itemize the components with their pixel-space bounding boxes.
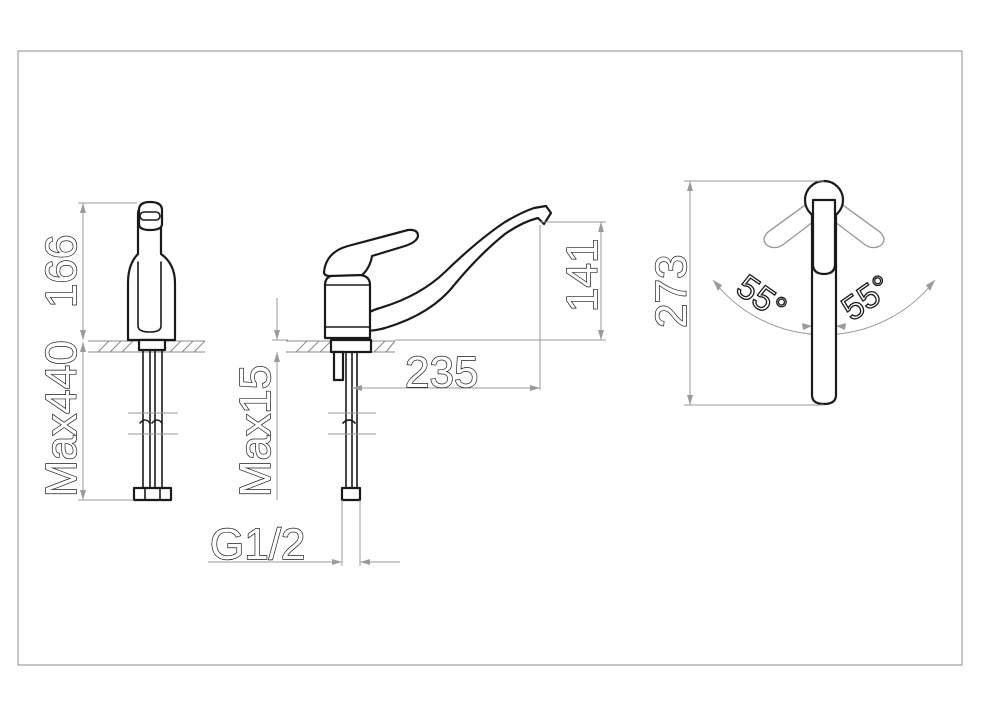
dimension-g1-2: G1/2 <box>208 500 400 570</box>
top-lever <box>811 198 837 276</box>
front-lever <box>322 228 420 278</box>
angle-label-right: 55° <box>835 268 899 329</box>
drawing-frame <box>17 50 963 666</box>
top-view: 273 55° 55° <box>646 179 936 406</box>
dimension-label-235: 235 <box>405 348 478 397</box>
side-spout-tube <box>137 261 162 333</box>
dimension-label-g1-2: G1/2 <box>210 520 305 569</box>
dimension-max15: Max15 <box>230 298 288 500</box>
dimension-label-273: 273 <box>647 255 696 328</box>
front-view: Max15 141 235 G1/2 <box>208 204 608 570</box>
front-spout <box>358 204 553 332</box>
side-lever-slot <box>139 211 161 221</box>
front-shank <box>328 338 376 502</box>
dimension-label-166: 166 <box>37 235 86 308</box>
dimension-166: 166 <box>36 202 137 340</box>
side-lever <box>137 200 164 232</box>
dimension-273: 273 <box>646 180 824 406</box>
side-view: 166 Max440 <box>36 200 206 502</box>
dimension-label-141: 141 <box>558 239 607 312</box>
dimension-max440: Max440 <box>36 340 134 501</box>
side-supply-hoses <box>128 338 178 502</box>
dimension-141: 141 <box>395 221 608 341</box>
dimension-label-max15: Max15 <box>231 365 280 497</box>
dimension-235: 235 <box>352 225 541 398</box>
angle-label-left: 55° <box>729 267 793 328</box>
dimension-label-max440: Max440 <box>37 340 86 497</box>
